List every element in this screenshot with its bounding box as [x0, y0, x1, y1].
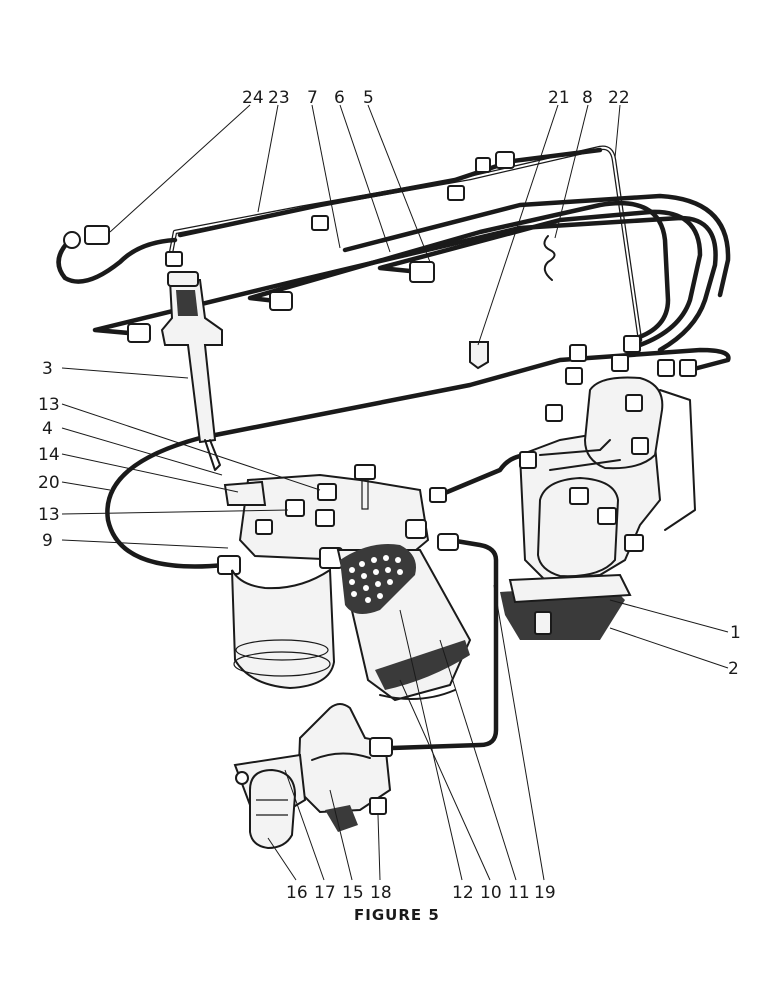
label-20: 20 — [38, 473, 60, 493]
feed-pipe — [389, 537, 499, 751]
label-16: 16 — [286, 883, 308, 903]
label-4: 4 — [42, 419, 53, 439]
injector-nozzle — [160, 251, 223, 471]
high-pressure-pipe-bundle — [56, 145, 731, 353]
label-7: 7 — [307, 88, 318, 108]
label-17: 17 — [314, 883, 336, 903]
label-12: 12 — [452, 883, 474, 903]
fuel-filter-assembly — [217, 464, 472, 702]
leader-lines — [61, 104, 729, 881]
label-10: 10 — [480, 883, 502, 903]
label-9: 9 — [42, 531, 53, 551]
label-3: 3 — [42, 359, 53, 379]
label-15: 15 — [342, 883, 364, 903]
label-2: 2 — [728, 659, 739, 679]
pipe-unions — [63, 151, 556, 370]
label-8: 8 — [582, 88, 593, 108]
figure-caption: FIGURE 5 — [354, 906, 440, 924]
label-18: 18 — [370, 883, 392, 903]
label-23: 23 — [268, 88, 290, 108]
lift-pump — [233, 703, 393, 850]
label-13-upper: 13 — [38, 395, 60, 415]
injection-pump — [500, 335, 697, 640]
label-6: 6 — [334, 88, 345, 108]
label-5: 5 — [363, 88, 374, 108]
label-19: 19 — [534, 883, 556, 903]
label-22: 22 — [608, 88, 630, 108]
label-1: 1 — [730, 623, 741, 643]
part-labels: 24 23 7 6 5 21 8 22 3 13 4 14 20 13 9 1 … — [38, 88, 741, 924]
label-24: 24 — [242, 88, 264, 108]
label-14: 14 — [38, 445, 60, 465]
label-13-lower: 13 — [38, 505, 60, 525]
label-11: 11 — [508, 883, 530, 903]
label-21: 21 — [548, 88, 570, 108]
